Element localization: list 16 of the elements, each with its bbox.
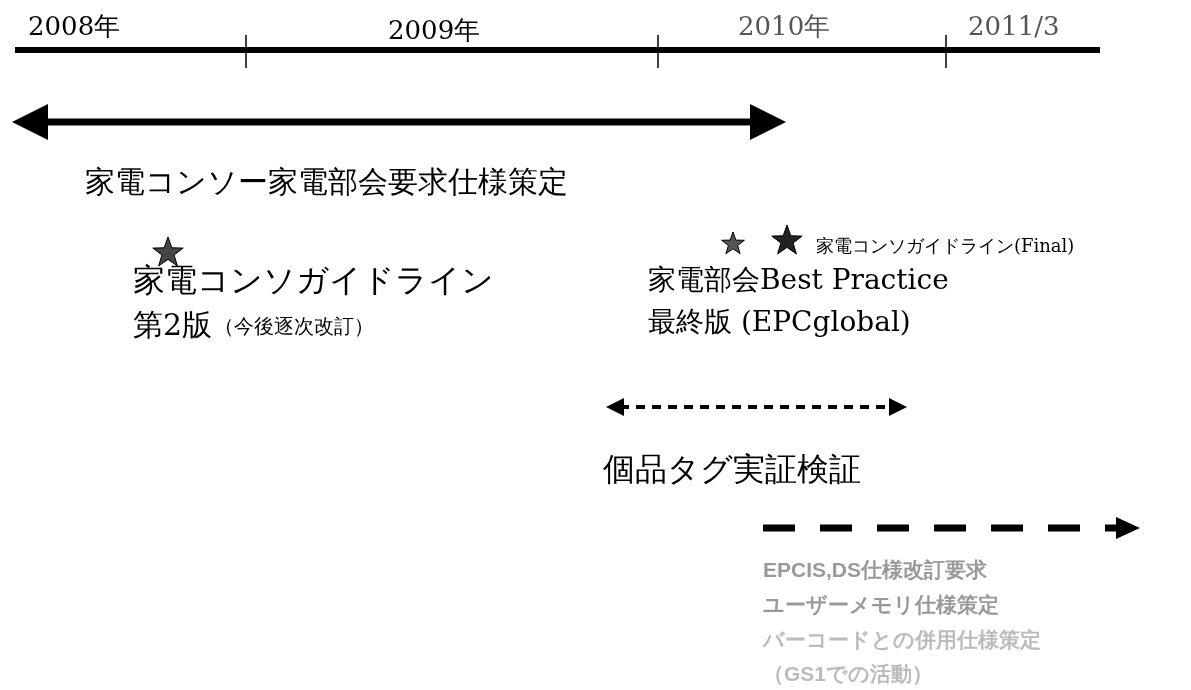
- activity-label: バーコードとの併用仕様策定: [763, 628, 1041, 652]
- activity-label: （GS1での活動）: [763, 662, 934, 686]
- milestone-label: 家電部会Best Practice: [648, 265, 949, 296]
- milestone-label: 第2版: [133, 308, 213, 341]
- period-label: 家電コンソー家電部会要求仕様策定: [85, 165, 568, 198]
- milestone-label: 家電コンソガイドライン(Final): [816, 236, 1075, 256]
- activity-label: ユーザーメモリ仕様策定: [763, 593, 999, 617]
- year-label: 2010年: [738, 12, 831, 41]
- year-label: 2011/3: [968, 12, 1060, 41]
- year-label: 2009年: [388, 16, 481, 45]
- period-label: 個品タグ実証検証: [603, 452, 861, 488]
- activity-label: EPCIS,DS仕様改訂要求: [763, 558, 988, 582]
- milestone-note: （今後逐次改訂）: [214, 315, 374, 337]
- milestone-label: 家電コンソガイドライン: [133, 263, 494, 299]
- milestone-label: 最終版 (EPCglobal): [648, 307, 911, 338]
- year-label: 2008年: [28, 12, 121, 41]
